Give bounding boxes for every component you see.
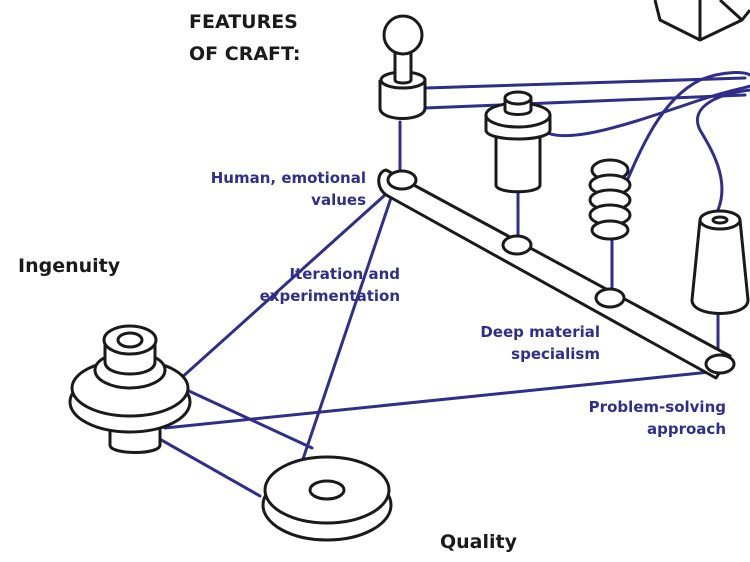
quality-label: Quality — [440, 531, 517, 553]
heading-line-1: FEATURES — [189, 11, 298, 33]
spool-left — [68, 324, 192, 454]
spring — [588, 158, 632, 241]
deep-material-label-2: specialism — [511, 345, 600, 363]
thread-cone — [690, 209, 750, 315]
iteration-label-1: Iteration and — [289, 265, 400, 283]
heading-line-2: OF CRAFT: — [189, 43, 301, 65]
problem-solving-label-1: Problem-solving — [588, 398, 726, 416]
human-values-label-1: Human, emotional — [210, 169, 366, 187]
peg-button — [484, 90, 552, 194]
spool-bottom — [261, 455, 393, 542]
peg-ball — [378, 14, 427, 120]
iteration-label-2: experimentation — [259, 287, 400, 305]
box-corner — [653, 0, 750, 42]
problem-solving-label-2: approach — [647, 420, 726, 438]
deep-material-label-1: Deep material — [480, 323, 600, 341]
ingenuity-label: Ingenuity — [18, 255, 121, 277]
human-values-label-2: values — [311, 191, 366, 209]
bar-holes — [386, 169, 736, 375]
bar — [377, 168, 732, 380]
